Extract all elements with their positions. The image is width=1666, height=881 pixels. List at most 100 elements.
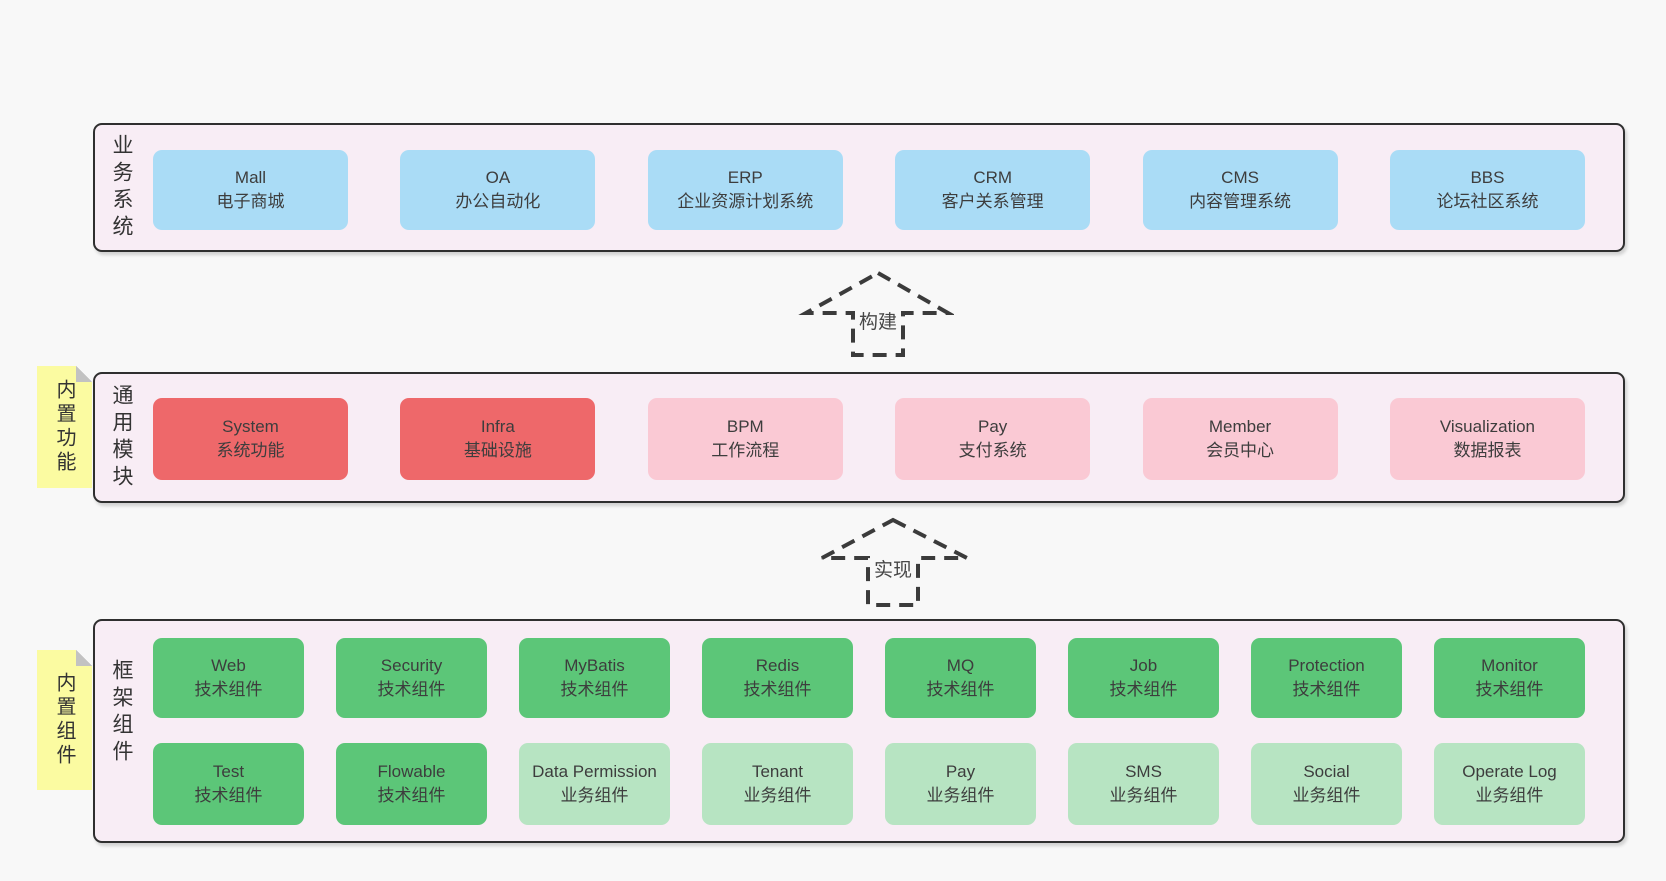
box-title: Pay (978, 417, 1008, 437)
box-title: MQ (946, 656, 975, 676)
box-title: Operate Log (1462, 762, 1557, 782)
box-title: CMS (1221, 168, 1259, 188)
box-web: Web 技术组件 (153, 638, 304, 718)
folded-corner-icon (76, 650, 92, 666)
box-mall: Mall 电子商城 (153, 150, 348, 230)
box-protection: Protection 技术组件 (1251, 638, 1402, 718)
box-subtitle: 办公自动化 (455, 192, 541, 211)
box-subtitle: 业务组件 (560, 786, 629, 805)
box-crm: CRM 客户关系管理 (895, 150, 1091, 230)
box-flowable: Flowable 技术组件 (336, 743, 487, 825)
common-modules-row: System 系统功能 Infra 基础设施 BPM 工作流程 Pay 支付系统… (153, 398, 1585, 480)
box-subtitle: 技术组件 (194, 786, 263, 805)
box-subtitle: 技术组件 (194, 680, 263, 699)
box-erp: ERP 企业资源计划系统 (647, 150, 843, 230)
box-subtitle: 技术组件 (377, 786, 446, 805)
box-subtitle: 业务组件 (743, 786, 812, 805)
box-mq: MQ 技术组件 (885, 638, 1036, 718)
box-subtitle: 电子商城 (216, 192, 285, 211)
box-pay: Pay 支付系统 (895, 398, 1091, 480)
box-subtitle: 数据报表 (1453, 441, 1522, 460)
box-title: Security (380, 656, 443, 676)
dashed-up-arrow-icon (798, 270, 954, 357)
business-systems-row: Mall 电子商城 OA 办公自动化 ERP 企业资源计划系统 CRM 客户关系… (153, 150, 1585, 230)
box-subtitle: 技术组件 (743, 680, 812, 699)
dashed-up-arrow-icon (821, 517, 968, 607)
box-title: ERP (727, 168, 763, 188)
band-label-common-modules: 通用模块 (110, 383, 133, 492)
box-subtitle: 客户关系管理 (941, 192, 1044, 211)
band-framework-components: 框架组件 Web 技术组件 Security 技术组件 MyBatis 技术组件… (93, 619, 1625, 843)
folded-corner-icon (76, 366, 92, 382)
box-subtitle: 业务组件 (926, 786, 995, 805)
sticky-note-built-in-components: 内置组件 (37, 650, 92, 790)
box-mybatis: MyBatis 技术组件 (519, 638, 670, 718)
box-social: Social 业务组件 (1251, 743, 1402, 825)
box-subtitle: 技术组件 (1292, 680, 1361, 699)
box-title: BBS (1470, 168, 1505, 188)
box-security: Security 技术组件 (336, 638, 487, 718)
box-subtitle: 业务组件 (1109, 786, 1178, 805)
box-title: Job (1129, 656, 1158, 676)
box-tenant: Tenant 业务组件 (702, 743, 853, 825)
box-member: Member 会员中心 (1142, 398, 1338, 480)
box-redis: Redis 技术组件 (702, 638, 853, 718)
biz-components-row: Test 技术组件 Flowable 技术组件 Data Permission … (153, 743, 1585, 825)
box-title: System (222, 417, 279, 437)
box-subtitle: 技术组件 (560, 680, 629, 699)
box-subtitle: 业务组件 (1292, 786, 1361, 805)
box-title: Tenant (751, 762, 804, 782)
box-title: Social (1303, 762, 1350, 782)
box-title: Infra (480, 417, 515, 437)
box-pay-component: Pay 业务组件 (885, 743, 1036, 825)
box-monitor: Monitor 技术组件 (1434, 638, 1585, 718)
sticky-note-built-in-features: 内置功能 (37, 366, 92, 488)
box-title: SMS (1125, 762, 1162, 782)
box-infra: Infra 基础设施 (400, 398, 596, 480)
box-subtitle: 技术组件 (377, 680, 446, 699)
box-job: Job 技术组件 (1068, 638, 1219, 718)
box-subtitle: 支付系统 (958, 441, 1027, 460)
box-title: Web (211, 656, 246, 676)
box-subtitle: 工作流程 (711, 441, 780, 460)
build-arrow: 构建 (798, 268, 954, 360)
box-sms: SMS 业务组件 (1068, 743, 1219, 825)
box-title: Flowable (377, 762, 446, 782)
box-title: MyBatis (564, 656, 625, 676)
sticky-note-label: 内置组件 (53, 672, 75, 768)
box-subtitle: 内容管理系统 (1189, 192, 1292, 211)
build-arrow-label: 构建 (858, 312, 897, 333)
box-oa: OA 办公自动化 (400, 150, 596, 230)
box-subtitle: 基础设施 (463, 441, 532, 460)
box-subtitle: 企业资源计划系统 (677, 192, 814, 211)
box-title: Test (212, 762, 245, 782)
box-subtitle: 技术组件 (1109, 680, 1178, 699)
box-test: Test 技术组件 (153, 743, 304, 825)
box-cms: CMS 内容管理系统 (1142, 150, 1338, 230)
box-bbs: BBS 论坛社区系统 (1389, 150, 1585, 230)
box-title: Protection (1288, 656, 1365, 676)
band-label-framework-components: 框架组件 (110, 659, 133, 767)
box-title: BPM (726, 417, 764, 437)
box-subtitle: 业务组件 (1475, 786, 1544, 805)
box-bpm: BPM 工作流程 (647, 398, 843, 480)
box-title: Redis (755, 656, 800, 676)
box-title: Mall (234, 168, 267, 188)
box-subtitle: 会员中心 (1206, 441, 1275, 460)
box-subtitle: 论坛社区系统 (1436, 192, 1539, 211)
box-title: CRM (973, 168, 1013, 188)
box-subtitle: 系统功能 (216, 441, 285, 460)
band-business-systems: 业务系统 Mall 电子商城 OA 办公自动化 ERP 企业资源计划系统 CRM… (93, 123, 1625, 252)
band-common-modules: 通用模块 System 系统功能 Infra 基础设施 BPM 工作流程 Pay… (93, 372, 1625, 503)
box-title: OA (485, 168, 511, 188)
box-title: Member (1208, 417, 1272, 437)
box-visualization: Visualization 数据报表 (1389, 398, 1585, 480)
box-title: Data Permission (532, 762, 657, 782)
box-system: System 系统功能 (153, 398, 348, 480)
box-title: Monitor (1481, 656, 1538, 676)
box-title: Pay (945, 762, 976, 782)
box-subtitle: 技术组件 (1475, 680, 1544, 699)
implement-arrow-label: 实现 (873, 560, 912, 581)
box-title: Visualization (1439, 417, 1536, 437)
